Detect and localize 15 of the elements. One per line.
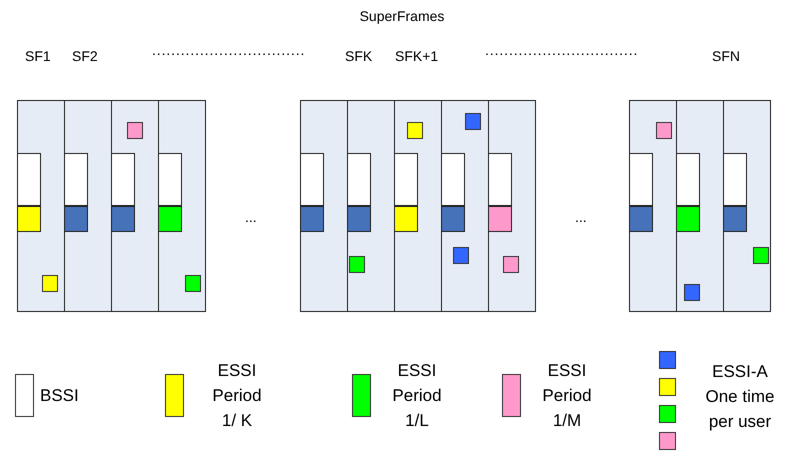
ellipsis-label: ... [575, 209, 587, 225]
superframe-label: SFK+1 [395, 48, 438, 64]
legend-text: ESSI-A One time per user [704, 361, 776, 433]
superframe-label: SFK [345, 48, 372, 64]
legend-text: ESSI Period 1/L [391, 360, 443, 432]
legend-text: ESSI Period 1/ K [211, 360, 263, 432]
legend-text: ESSI Period 1/M [541, 360, 593, 432]
superframe-label: SF1 [25, 48, 51, 64]
diagram-title: SuperFrames [358, 8, 446, 24]
legend-text: BSSI [40, 385, 80, 407]
superframe-label: SF2 [72, 48, 98, 64]
dotted-ellipsis: ................................ [485, 42, 638, 58]
superframe-label: SFN [712, 48, 740, 64]
dotted-ellipsis: ................................ [152, 42, 306, 58]
ellipsis-label: ... [245, 209, 257, 225]
